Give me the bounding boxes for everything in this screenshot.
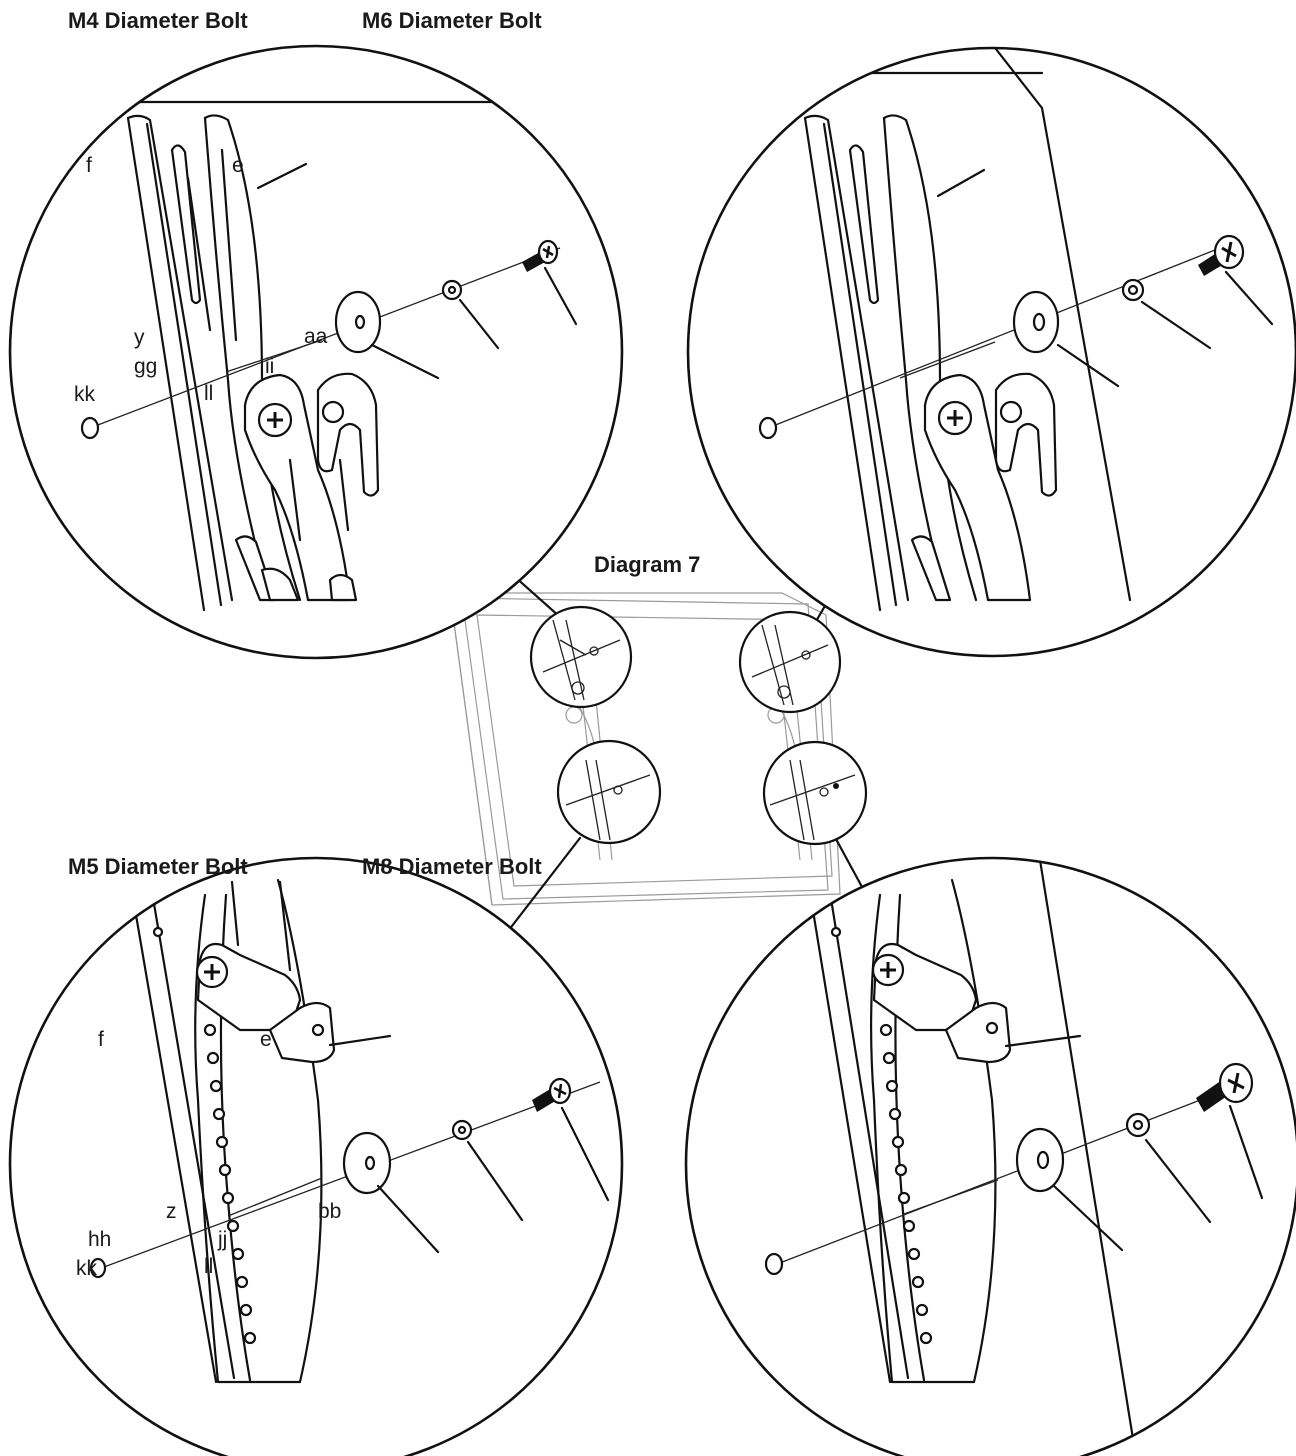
leader-bottom-left (503, 836, 582, 937)
label-bl-z: z (166, 1200, 177, 1223)
heading-m6-bolt: M6 Diameter Bolt (362, 8, 542, 33)
hole-row-m8 (879, 1023, 933, 1345)
small-callout-bottom-left (556, 739, 662, 845)
overview-panel-face (476, 614, 833, 887)
label-tl-y: y (134, 326, 145, 349)
overview-panel-inner (461, 597, 829, 900)
label-bl-e: e (260, 1028, 272, 1051)
overview-panel-edge-left (449, 592, 493, 906)
label-tl-f: f (86, 154, 92, 177)
heading-m5-bolt: M5 Diameter Bolt (68, 854, 248, 879)
label-bl-hh: hh (88, 1228, 111, 1251)
label-tl-ii: ii (265, 355, 274, 378)
hole-row-m5 (203, 1023, 257, 1345)
label-bl-ll: ll (204, 1255, 213, 1278)
label-bl-kk: kk (76, 1257, 98, 1280)
overview-knob-left (565, 706, 583, 724)
label-tl-e: e (232, 154, 244, 177)
small-callout-bottom-right (762, 740, 868, 846)
label-bl-f: f (98, 1028, 104, 1051)
label-tl-gg: gg (134, 355, 157, 378)
detail-circle-m4: f e y gg kk aa ii ll (8, 44, 624, 660)
label-tl-kk: kk (74, 383, 96, 406)
heading-m4-bolt: M4 Diameter Bolt (68, 8, 248, 33)
detail-circle-m8 (684, 856, 1296, 1456)
small-callout-top-right (738, 610, 842, 714)
detail-circle-m5: f e z hh kk jj ll bb (8, 856, 624, 1456)
detail-circle-m6 (686, 46, 1296, 658)
heading-m8-bolt: M8 Diameter Bolt (362, 854, 542, 879)
heading-diagram-7: Diagram 7 (594, 552, 701, 577)
label-tl-aa: aa (304, 325, 328, 348)
small-callout-top-left (529, 605, 633, 709)
label-tl-ll: ll (204, 382, 213, 405)
label-bl-jj: jj (217, 1228, 227, 1251)
label-bl-bb: bb (318, 1200, 341, 1223)
